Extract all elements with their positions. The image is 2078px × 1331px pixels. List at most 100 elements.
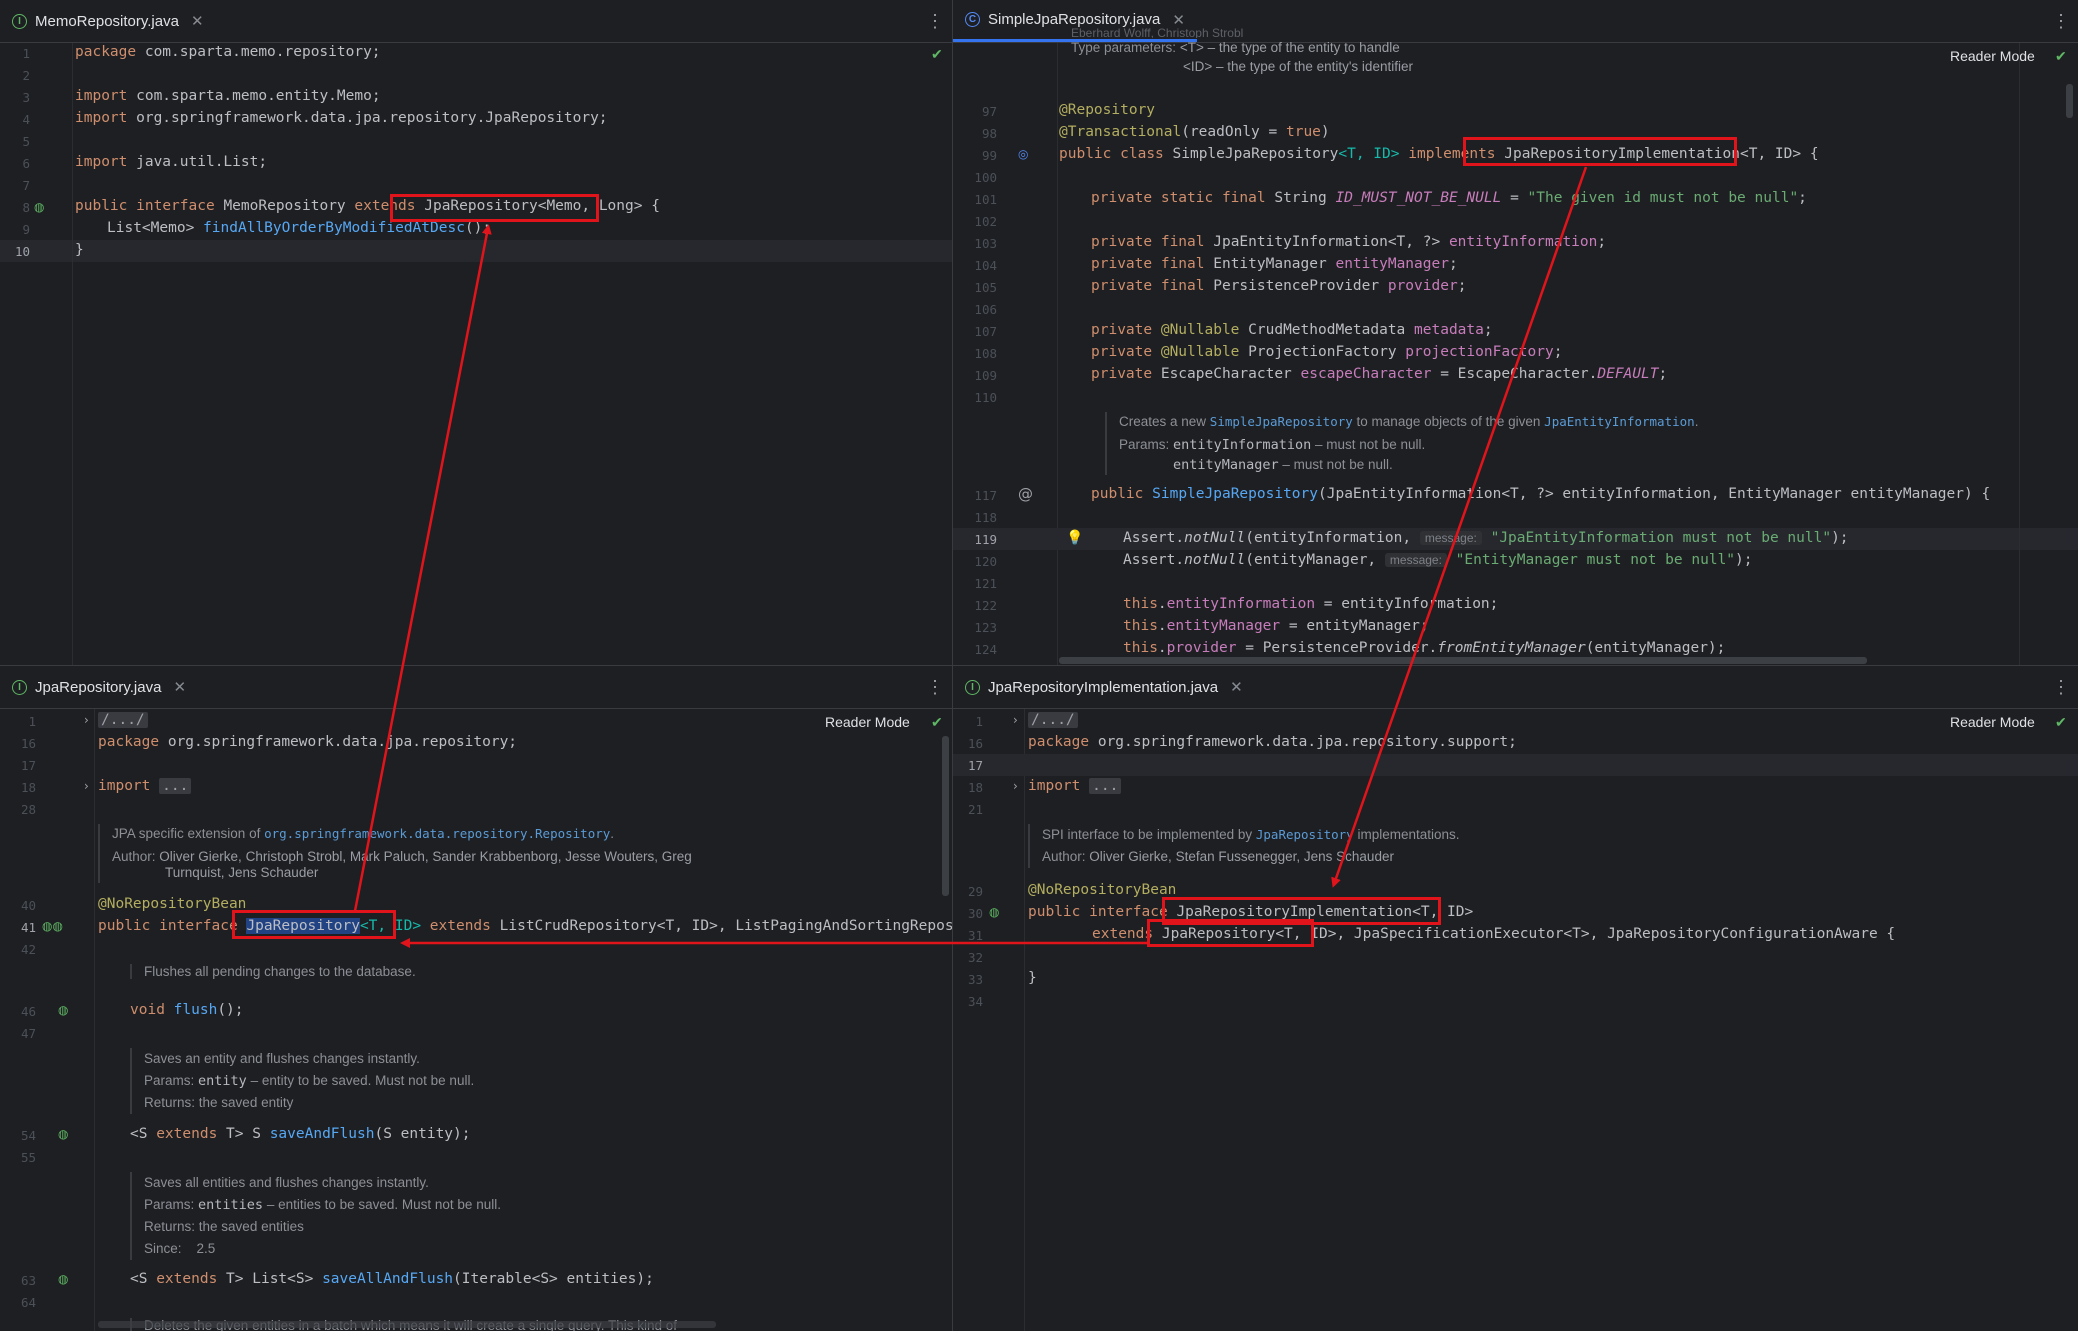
line-number: 104 (974, 258, 997, 273)
line-number: 124 (974, 642, 997, 657)
doc-comment-type-params: Eberhard Wolff, Christoph Strobl Type pa… (1059, 26, 1413, 76)
doc-text: Creates a new SimpleJpaRepository to man… (1119, 414, 1699, 429)
doc-params: Params: entityInformation – must not be … (1119, 437, 1426, 453)
tab-jpa-repository[interactable]: I JpaRepository.java ✕ (0, 666, 198, 708)
line-number: 107 (974, 324, 997, 339)
tab-label: SimpleJpaRepository.java (988, 11, 1161, 28)
parameter-hint: message: (1419, 531, 1482, 545)
line-number: 103 (974, 236, 997, 251)
line-number: 17 (967, 758, 983, 773)
pane-simple-jpa-repository: C SimpleJpaRepository.java ✕ ⋮ Reader Mo… (953, 0, 2078, 665)
gutter (953, 709, 1025, 1331)
check-icon: ✔ (2055, 714, 2067, 730)
reader-mode-toggle[interactable]: Reader Mode (825, 714, 910, 730)
implement-marker-icon[interactable]: ◍ (34, 200, 45, 214)
implement-marker-icon[interactable]: ◍ (58, 1127, 69, 1141)
doc-returns: Returns: the saved entity (144, 1095, 294, 1110)
code-line: private @Nullable CrudMethodMetadata met… (1091, 322, 1493, 338)
reader-mode-toggle[interactable]: Reader Mode (1950, 48, 2035, 64)
line-number: 101 (974, 192, 997, 207)
tab-memo-repository[interactable]: I MemoRepository.java ✕ (0, 0, 216, 42)
line-number: 64 (20, 1295, 36, 1310)
line-number: 54 (20, 1128, 36, 1143)
doc-text: Saves all entities and flushes changes i… (144, 1175, 429, 1190)
line-number: 18 (20, 780, 36, 795)
line-number: 63 (20, 1273, 36, 1288)
interface-file-icon: I (12, 13, 27, 29)
line-number: 117 (974, 488, 997, 503)
fold-arrow-icon[interactable]: › (84, 713, 89, 727)
doc-authors: Author: Oliver Gierke, Stefan Fussenegge… (1042, 849, 1394, 864)
code-line: public interface JpaRepositoryImplementa… (1028, 904, 1474, 920)
line-number: 17 (20, 758, 36, 773)
implement-marker-icon[interactable]: ◎ (1018, 147, 1029, 161)
doc-since: Since: 2.5 (144, 1241, 216, 1256)
close-icon[interactable]: ✕ (173, 679, 187, 696)
vertical-scrollbar[interactable] (2066, 84, 2073, 118)
pane-memo-repository: I MemoRepository.java ✕ ⋮ 1 2 3 4 5 6 7 … (0, 0, 952, 665)
line-number: 1 (975, 714, 983, 729)
horizontal-scrollbar[interactable] (98, 1321, 716, 1328)
code-line: import ... (98, 778, 192, 794)
code-line: this.provider = PersistenceProvider.from… (1123, 640, 1726, 656)
code-line: import java.util.List; (75, 154, 268, 170)
implement-marker-icon[interactable]: ◍◍ (42, 919, 63, 933)
bulb-icon[interactable]: 💡 (1066, 530, 1084, 546)
highlight-box-jparepository-memo (390, 194, 599, 222)
kebab-menu-icon[interactable]: ⋮ (2052, 11, 2070, 31)
line-number: 123 (974, 620, 997, 635)
current-line (0, 240, 952, 262)
line-number: 10 (14, 244, 30, 259)
doc-comment-class: SPI interface to be implemented by JpaRe… (1028, 824, 1460, 868)
kebab-menu-icon[interactable]: ⋮ (926, 11, 944, 31)
line-number: 5 (22, 134, 30, 149)
line-number: 6 (22, 156, 30, 171)
highlight-box-jparepositoryimplementation (1463, 137, 1737, 166)
line-number: 2 (22, 68, 30, 83)
doc-authors-cont: Turnquist, Jens Schauder (165, 865, 319, 880)
constructor-marker-icon[interactable]: @ (1018, 485, 1033, 503)
doc-returns: Returns: the saved entities (144, 1219, 304, 1234)
pane-jpa-repository-implementation: I JpaRepositoryImplementation.java ✕ ⋮ R… (953, 666, 2078, 1331)
split-divider-horizontal[interactable] (0, 665, 2078, 666)
doc-comment-flush: Flushes all pending changes to the datab… (130, 964, 416, 979)
line-number: 1 (28, 714, 36, 729)
parameter-hint: message: (1384, 553, 1447, 567)
tab-simple-jpa-repository[interactable]: C SimpleJpaRepository.java ✕ (953, 0, 1197, 42)
kebab-menu-icon[interactable]: ⋮ (926, 677, 944, 697)
fold-arrow-icon[interactable]: › (1013, 713, 1018, 727)
doc-text: SPI interface to be implemented by JpaRe… (1042, 827, 1460, 842)
reader-mode-toggle[interactable]: Reader Mode (1950, 714, 2035, 730)
doc-text: JPA specific extension of org.springfram… (112, 826, 615, 841)
doc-authors: Eberhard Wolff, Christoph Strobl (1071, 26, 1244, 38)
code-line: this.entityManager = entityManager; (1123, 618, 1429, 634)
implement-marker-icon[interactable]: ◍ (58, 1003, 69, 1017)
tab-label: MemoRepository.java (35, 12, 179, 30)
tab-jpa-repository-implementation[interactable]: I JpaRepositoryImplementation.java ✕ (953, 666, 1255, 708)
implement-marker-icon[interactable]: ◍ (989, 905, 1000, 919)
close-icon[interactable]: ✕ (1172, 11, 1185, 29)
code-line: import org.springframework.data.jpa.repo… (75, 110, 608, 126)
fold-arrow-icon[interactable]: › (1013, 779, 1018, 793)
close-icon[interactable]: ✕ (190, 13, 204, 30)
kebab-menu-icon[interactable]: ⋮ (2052, 677, 2070, 697)
line-number: 98 (981, 126, 997, 141)
code-line: private final EntityManager entityManage… (1091, 256, 1458, 272)
code-line: <S extends T> S saveAndFlush(S entity); (130, 1126, 471, 1142)
line-number: 99 (981, 148, 997, 163)
pane-jpa-repository: I JpaRepository.java ✕ ⋮ Reader Mode ✔ 1… (0, 666, 952, 1331)
gutter (953, 43, 1058, 665)
vertical-scrollbar[interactable] (942, 736, 949, 896)
fold-arrow-icon[interactable]: › (84, 779, 89, 793)
line-number: 120 (974, 554, 997, 569)
doc-text: Saves an entity and flushes changes inst… (144, 1051, 420, 1066)
implement-marker-icon[interactable]: ◍ (58, 1272, 69, 1286)
close-icon[interactable]: ✕ (1230, 679, 1243, 696)
doc-params: Params: entity – entity to be saved. Mus… (144, 1073, 475, 1089)
horizontal-scrollbar[interactable] (1059, 657, 1867, 664)
line-number: 122 (974, 598, 997, 613)
line-number: 30 (967, 906, 983, 921)
code-line: /.../ (98, 712, 148, 728)
highlight-box-jparepositoryimplementation-decl (1162, 897, 1441, 925)
code-line: /.../ (1028, 712, 1078, 728)
